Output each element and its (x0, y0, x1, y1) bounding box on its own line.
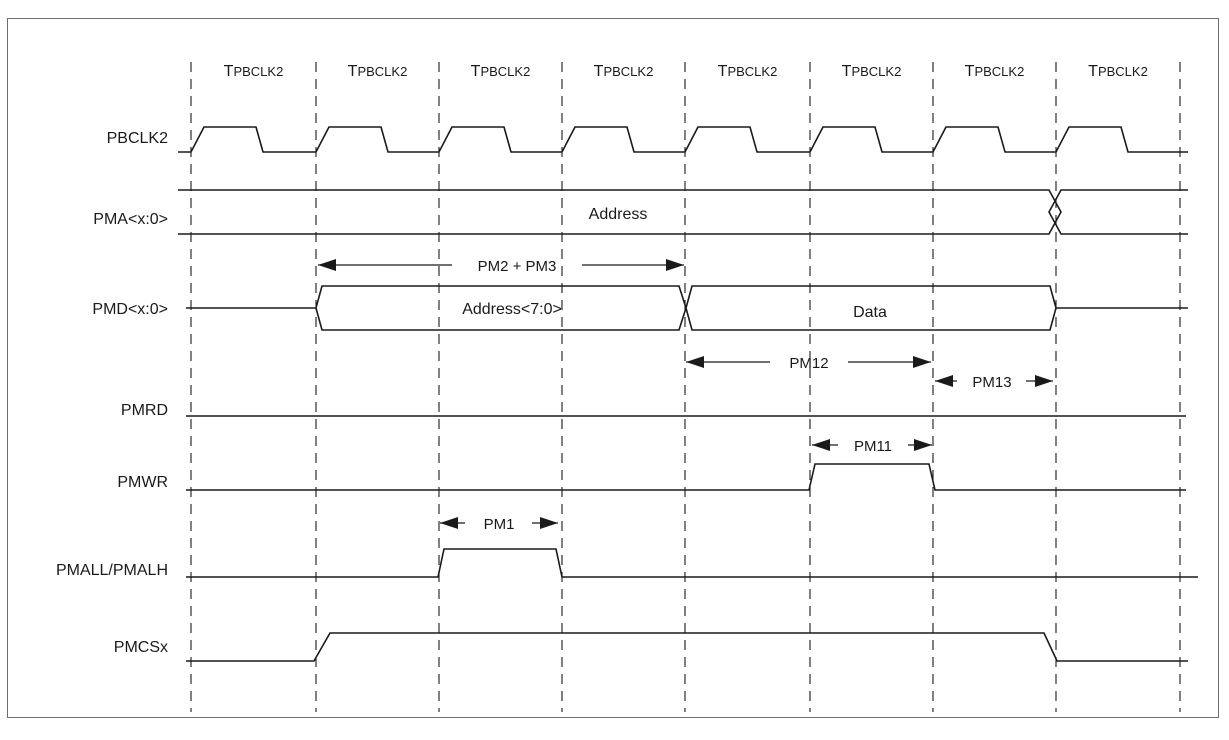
arrow-pm1: PM1 (440, 516, 558, 533)
label-pm13: PM13 (972, 374, 1011, 391)
period-label: TPBCLK2 (718, 63, 778, 80)
signal-label-pbclk2: PBCLK2 (107, 130, 168, 147)
signal-label-pmwr: PMWR (117, 474, 168, 491)
label-pm11: PM11 (854, 438, 892, 455)
period-label: TPBCLK2 (842, 63, 902, 80)
pmd-bus-waveform (186, 285, 1188, 331)
pbclk2-waveform (178, 126, 1188, 153)
period-label: TPBCLK2 (594, 63, 654, 80)
label-pm2-pm3: PM2 + PM3 (478, 258, 557, 275)
timing-parameter-arrows: PM2 + PM3 PM12 PM13 PM11 (318, 258, 1053, 533)
signal-label-pmcs: PMCSx (114, 639, 168, 656)
period-label: TPBCLK2 (1088, 63, 1148, 80)
label-pm1: PM1 (484, 516, 515, 533)
period-labels: TPBCLK2 TPBCLK2 TPBCLK2 TPBCLK2 TPBCLK2 TPBCL… (224, 63, 1148, 80)
pmd-bus-data: Data (853, 304, 887, 321)
signal-label-pma: PMA<x:0> (93, 211, 168, 228)
arrow-pm11: PM11 (812, 438, 932, 455)
period-label: TPBCLK2 (224, 63, 284, 80)
pmwr-waveform (186, 463, 1186, 491)
arrow-pm13: PM13 (935, 374, 1053, 391)
signal-label-pmrd: PMRD (121, 402, 168, 419)
period-label: TPBCLK2 (471, 63, 531, 80)
pma-bus-waveform (178, 189, 1188, 235)
period-label: TPBCLK2 (965, 63, 1025, 80)
period-label: TPBCLK2 (348, 63, 408, 80)
pmall-waveform (186, 548, 1198, 578)
arrow-pm2-pm3: PM2 + PM3 (318, 258, 684, 275)
pmcs-waveform (186, 632, 1188, 662)
label-pm12: PM12 (789, 355, 828, 372)
pmd-bus-address: Address<7:0> (462, 301, 562, 318)
arrow-pm12: PM12 (686, 355, 931, 372)
signal-label-pmall: PMALL/PMALH (56, 562, 168, 579)
clock-edge-guides (190, 62, 1181, 712)
pma-bus-value: Address (589, 206, 648, 223)
signal-label-pmd: PMD<x:0> (92, 301, 168, 318)
diagram-frame (7, 18, 1219, 718)
